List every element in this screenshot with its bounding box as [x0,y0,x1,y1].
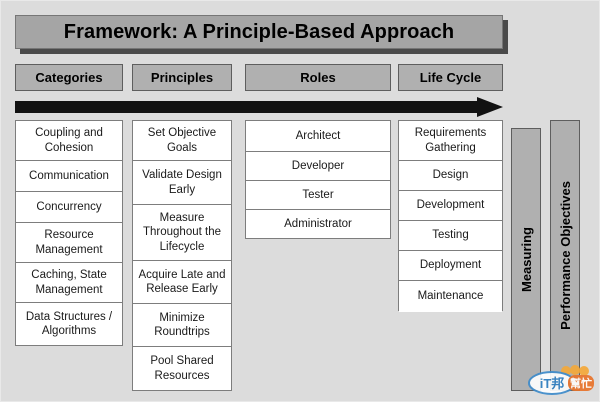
page-title: Framework: A Principle-Based Approach [63,20,455,43]
list-item[interactable]: Development [399,191,502,221]
list-item[interactable]: Requirements Gathering [399,121,502,161]
column-header-principles[interactable]: Principles [132,64,232,91]
list-item[interactable]: Deployment [399,251,502,281]
column-roles: Architect Developer Tester Administrator [245,120,391,239]
list-item[interactable]: Caching, State Management [16,263,122,303]
list-item[interactable]: Communication [16,161,122,192]
column-categories: Coupling and Cohesion Communication Conc… [15,120,123,346]
list-item[interactable]: Validate Design Early [133,161,231,205]
list-item[interactable]: Concurrency [16,192,122,223]
column-header-roles[interactable]: Roles [245,64,391,91]
column-header-label: Life Cycle [419,70,482,85]
list-item[interactable]: Resource Management [16,223,122,263]
column-header-life-cycle[interactable]: Life Cycle [398,64,503,91]
column-header-label: Principles [150,70,214,85]
watermark-primary-text: iT邦 [540,376,565,391]
watermark-secondary-text: 幫忙 [570,376,592,390]
list-item[interactable]: Minimize Roundtrips [133,304,231,347]
list-item[interactable]: Set Objective Goals [133,121,231,161]
column-life-cycle: Requirements Gathering Design Developmen… [398,120,503,312]
list-item[interactable]: Design [399,161,502,191]
list-item[interactable]: Acquire Late and Release Early [133,261,231,304]
list-item[interactable]: Maintenance [399,281,502,312]
list-item[interactable]: Architect [246,121,390,152]
side-bar-measuring[interactable]: Measuring [511,128,541,391]
side-bar-label: Measuring [518,226,534,292]
side-bar-label: Performance Objectives [557,181,573,330]
list-item[interactable]: Developer [246,152,390,181]
column-header-label: Categories [35,70,103,85]
column-header-categories[interactable]: Categories [15,64,123,91]
column-header-label: Roles [300,70,336,85]
list-item[interactable]: Testing [399,221,502,251]
list-item[interactable]: Pool Shared Resources [133,347,231,390]
list-item[interactable]: Administrator [246,210,390,238]
list-item[interactable]: Data Structures / Algorithms [16,303,122,345]
list-item[interactable]: Tester [246,181,390,210]
title-banner: Framework: A Principle-Based Approach [15,15,503,49]
right-arrow-icon [15,97,503,117]
watermark-logo: iT邦 幫忙 [528,365,594,395]
list-item[interactable]: Measure Throughout the Lifecycle [133,205,231,261]
side-bar-performance-objectives[interactable]: Performance Objectives [550,120,580,391]
list-item[interactable]: Coupling and Cohesion [16,121,122,161]
column-principles: Set Objective Goals Validate Design Earl… [132,120,232,391]
